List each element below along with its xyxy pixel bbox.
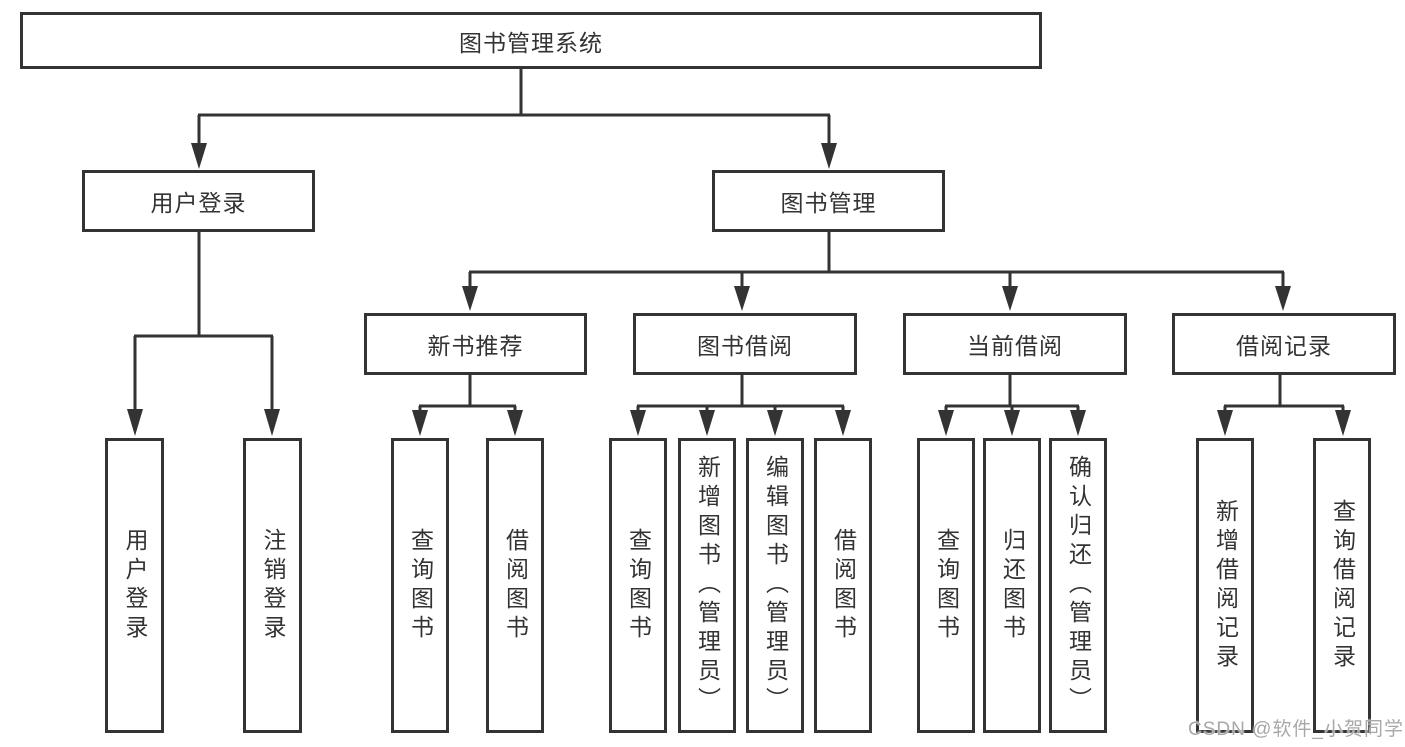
arrow-down-icon	[1275, 286, 1291, 311]
node-label: 查询图书	[625, 527, 652, 644]
node-label: 图书管理	[780, 190, 877, 216]
arrow-down-icon	[821, 143, 837, 169]
node-label: 借阅图书	[830, 527, 857, 644]
node-label: 归还图书	[999, 527, 1026, 644]
arrow-down-icon	[412, 410, 428, 436]
node-label: 查询图书	[933, 527, 960, 644]
node-label: 用户登录	[122, 527, 148, 644]
arrow-down-icon	[264, 409, 280, 436]
node-label: 确认归还（管理员）	[1065, 455, 1092, 716]
node-leaf-return-books: 归还图书	[983, 438, 1041, 733]
node-label: 编辑图书（管理员）	[762, 455, 789, 716]
node-leaf-add-books-admin: 新增图书（管理员）	[678, 438, 736, 733]
connector-current-borrow	[944, 375, 1080, 413]
arrow-down-icon	[699, 410, 715, 436]
node-label: 借阅图书	[502, 527, 529, 644]
csdn-watermark: CSDN @软件_小贺同学	[1188, 719, 1404, 740]
connector-new-books	[418, 375, 517, 413]
node-leaf-user-login: 用户登录	[105, 438, 164, 733]
node-label: 当前借阅	[967, 333, 1063, 359]
node-leaf-query-borrow-record: 查询借阅记录	[1313, 438, 1371, 733]
node-label: 注销登录	[260, 527, 286, 644]
node-user-login: 用户登录	[82, 170, 315, 232]
arrow-down-icon	[1335, 410, 1351, 436]
arrowheads	[127, 143, 1351, 436]
node-borrow-records: 借阅记录	[1172, 313, 1396, 375]
node-leaf-add-borrow-record: 新增借阅记录	[1196, 438, 1254, 733]
node-leaf-borrow-books-1: 借阅图书	[486, 438, 544, 733]
node-book-borrow: 图书借阅	[633, 313, 857, 375]
node-label: 借阅记录	[1236, 333, 1332, 359]
connector-book-borrow	[636, 375, 845, 413]
node-leaf-query-books-3: 查询图书	[917, 438, 975, 733]
node-leaf-query-books-2: 查询图书	[609, 438, 667, 733]
node-leaf-confirm-return-admin: 确认归还（管理员）	[1049, 438, 1107, 733]
node-label: 新增借阅记录	[1212, 498, 1239, 673]
node-label: 用户登录	[150, 190, 247, 216]
node-label: 新书推荐	[427, 333, 524, 359]
node-leaf-borrow-books-2: 借阅图书	[814, 438, 872, 733]
connector-root	[197, 69, 831, 146]
node-leaf-edit-books-admin: 编辑图书（管理员）	[746, 438, 804, 733]
arrow-down-icon	[127, 409, 143, 436]
node-current-borrow: 当前借阅	[903, 313, 1127, 375]
arrow-down-icon	[1070, 410, 1086, 436]
arrow-down-icon	[191, 143, 207, 169]
arrow-down-icon	[835, 410, 851, 436]
arrow-down-icon	[630, 410, 646, 436]
node-new-book-recommend: 新书推荐	[364, 313, 587, 375]
node-book-management: 图书管理	[712, 170, 945, 232]
arrow-down-icon	[767, 410, 783, 436]
node-leaf-logout: 注销登录	[243, 438, 302, 733]
arrow-down-icon	[462, 286, 478, 311]
arrow-down-icon	[1002, 286, 1018, 311]
connector-borrow-records	[1223, 375, 1345, 413]
connector-book-management	[468, 232, 1285, 289]
node-label: 图书借阅	[697, 333, 793, 359]
arrow-down-icon	[1004, 410, 1020, 436]
arrow-down-icon	[938, 410, 954, 436]
node-label: 查询图书	[407, 527, 434, 644]
arrow-down-icon	[507, 410, 523, 436]
node-label: 查询借阅记录	[1329, 498, 1356, 673]
node-library-management-system: 图书管理系统	[20, 12, 1042, 69]
node-label: 新增图书（管理员）	[694, 455, 721, 716]
arrow-down-icon	[1217, 410, 1233, 436]
connector-user-login	[133, 232, 274, 412]
arrow-down-icon	[734, 286, 750, 311]
node-label: 图书管理系统	[459, 29, 603, 56]
node-leaf-query-books-1: 查询图书	[391, 438, 449, 733]
